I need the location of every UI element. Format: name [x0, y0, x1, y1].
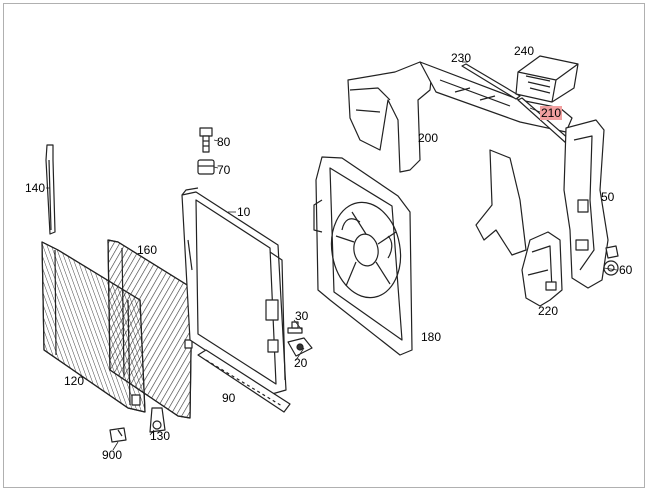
label-210-highlighted: 210: [540, 106, 563, 120]
part-160-mesh: [107, 239, 193, 419]
part-90-strip: [197, 349, 291, 413]
part-80-bolt: [199, 127, 213, 153]
label-140: 140: [25, 181, 46, 195]
leader-lines: [46, 61, 618, 451]
label-200: 200: [418, 131, 439, 145]
part-10-radiator: [181, 187, 287, 395]
label-70: 70: [217, 163, 231, 177]
label-240: 240: [514, 44, 535, 58]
part-20-valve: [287, 337, 313, 357]
label-20: 20: [294, 356, 308, 370]
label-10: 10: [237, 205, 251, 219]
part-180-fan: [313, 156, 413, 356]
label-220: 220: [538, 304, 559, 318]
label-230: 230: [451, 51, 472, 65]
part-220-bracket: [521, 231, 563, 307]
label-50: 50: [601, 190, 615, 204]
diagram-frame: [3, 3, 645, 488]
part-240-module: [515, 55, 579, 103]
part-60-mount: [603, 245, 619, 276]
label-160: 160: [137, 243, 158, 257]
part-130-sensor: [149, 407, 166, 433]
part-230-rod: [461, 63, 521, 100]
label-120: 120: [64, 374, 85, 388]
label-130: 130: [150, 429, 171, 443]
part-70-grommet: [197, 159, 215, 175]
part-140-rod: [45, 144, 56, 235]
label-30: 30: [295, 309, 309, 323]
part-900-clip: [109, 427, 127, 443]
label-90: 90: [222, 391, 236, 405]
label-80: 80: [217, 135, 231, 149]
label-900: 900: [102, 448, 123, 462]
label-60: 60: [619, 263, 633, 277]
label-180: 180: [421, 330, 442, 344]
part-50-bracket: [563, 119, 609, 289]
